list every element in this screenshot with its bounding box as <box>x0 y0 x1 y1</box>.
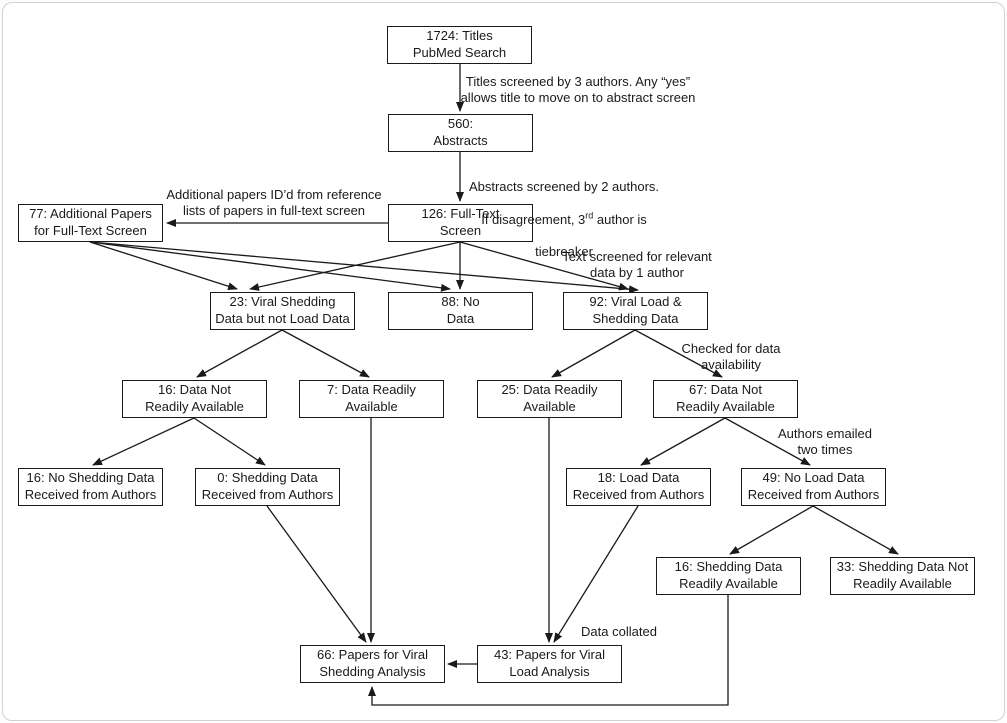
arrow-23-to-7 <box>281 329 370 378</box>
node-load-received-18: 18: Load Data Received from Authors <box>566 468 711 506</box>
annotation-titles-screened: Titles screened by 3 authors. Any “yes” … <box>460 74 696 106</box>
arrow-18-to-43 <box>553 505 639 643</box>
node-data-not-ready-67: 67: Data Not Readily Available <box>653 380 798 418</box>
annotation-abstracts-line1: Abstracts screened by 2 authors. <box>468 179 660 195</box>
annotation-text-screened: Text screened for relevant data by 1 aut… <box>562 249 712 281</box>
arrow-92-to-67 <box>634 329 723 378</box>
arrow-16-to-0 <box>193 417 266 466</box>
arrow-67-to-18 <box>640 417 726 466</box>
arrow-92-to-25 <box>551 329 636 378</box>
arrow-49-to-16sr <box>729 505 814 555</box>
arrow-77-to-88 <box>89 241 451 292</box>
node-no-shedding-received-16: 16: No Shedding Data Received from Autho… <box>18 468 163 506</box>
node-shedding-ready-16: 16: Shedding Data Readily Available <box>656 557 801 595</box>
annotation-checked-availability: Checked for data availability <box>681 341 781 373</box>
node-data-ready-25: 25: Data Readily Available <box>477 380 622 418</box>
node-no-data-88: 88: No Data <box>388 292 533 330</box>
arrow-67-to-49 <box>724 417 811 466</box>
arrow-23-to-16 <box>196 329 283 378</box>
arrow-126-to-92 <box>459 241 629 291</box>
arrow-16sr-to-66 <box>368 595 729 706</box>
arrow-16-to-16nsd <box>92 417 195 466</box>
annotation-abstracts-line2: If disagreement, 3rd author is <box>481 210 647 227</box>
node-no-load-received-49: 49: No Load Data Received from Authors <box>741 468 886 506</box>
node-shedding-analysis-66: 66: Papers for Viral Shedding Analysis <box>300 645 445 683</box>
node-data-ready-7: 7: Data Readily Available <box>299 380 444 418</box>
node-load-and-shedding-92: 92: Viral Load & Shedding Data <box>563 292 708 330</box>
annotation-authors-emailed: Authors emailed two times <box>778 426 872 458</box>
node-shedding-not-load-23: 23: Viral Shedding Data but not Load Dat… <box>210 292 355 330</box>
node-full-text-screen-126: 126: Full-Text Screen <box>388 204 533 242</box>
node-titles-1724: 1724: Titles PubMed Search <box>387 26 532 64</box>
annotation-additional-papers: Additional papers ID’d from reference li… <box>166 187 382 219</box>
annotation-abstracts-screened: Abstracts screened by 2 authors. If disa… <box>414 163 714 277</box>
node-load-analysis-43: 43: Papers for Viral Load Analysis <box>477 645 622 683</box>
node-shedding-received-0: 0: Shedding Data Received from Authors <box>195 468 340 506</box>
arrow-77-to-23 <box>89 241 238 291</box>
arrow-77-to-92 <box>89 241 639 294</box>
node-additional-papers-77: 77: Additional Papers for Full-Text Scre… <box>18 204 163 242</box>
node-abstracts-560: 560: Abstracts <box>388 114 533 152</box>
annotation-data-collated: Data collated <box>581 624 657 639</box>
arrow-0-to-66 <box>266 505 367 643</box>
node-shedding-not-ready-33: 33: Shedding Data Not Readily Available <box>830 557 975 595</box>
annotation-abstracts-line3: tiebreaker <box>535 244 593 260</box>
node-data-not-ready-16: 16: Data Not Readily Available <box>122 380 267 418</box>
arrow-49-to-33 <box>812 505 899 555</box>
